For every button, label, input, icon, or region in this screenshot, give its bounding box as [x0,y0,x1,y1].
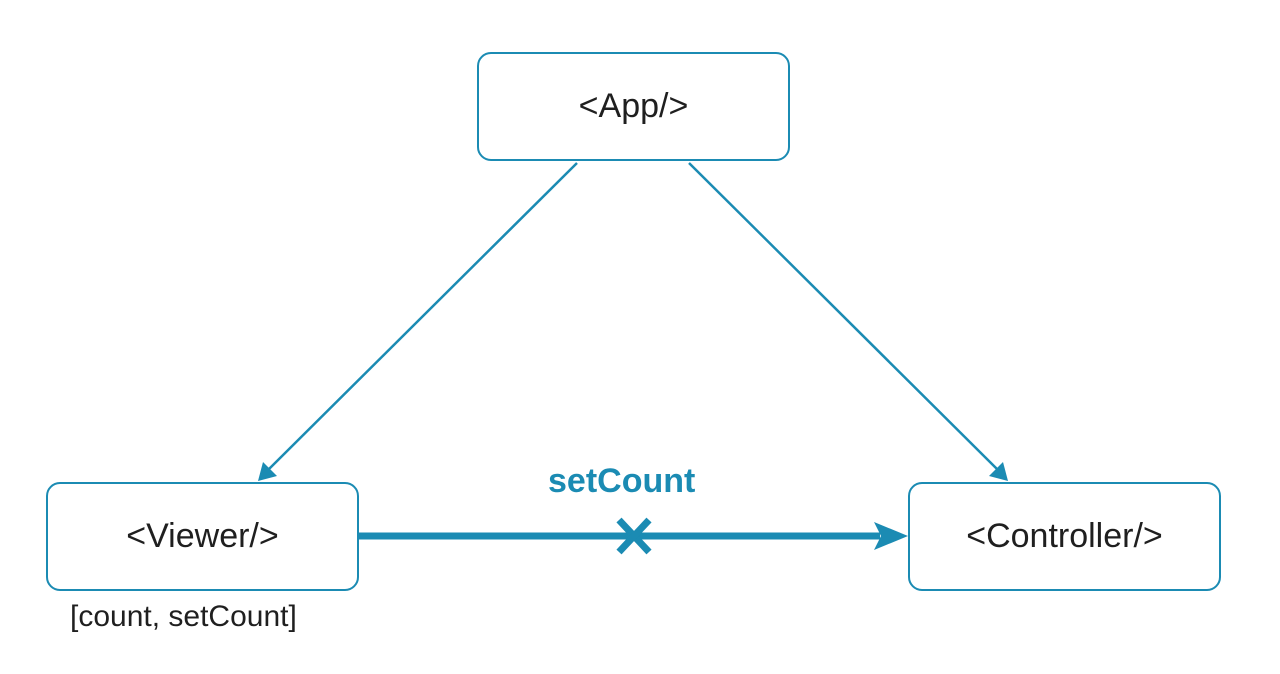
edge-label-setcount: setCount [548,462,696,500]
edge-app-to-viewer [258,162,578,481]
node-controller-label: <Controller/> [966,517,1163,555]
node-controller: <Controller/> [908,482,1221,591]
arrowhead-icon [258,462,277,481]
edge-app-to-controller [688,162,1008,481]
arrowhead-icon [874,522,908,550]
node-viewer-label: <Viewer/> [126,517,279,555]
node-app: <App/> [477,52,790,161]
edge-viewer-to-controller [359,522,908,550]
arrowhead-icon [989,462,1008,481]
viewer-state-annotation: [count, setCount] [70,600,297,633]
node-viewer: <Viewer/> [46,482,359,591]
cross-icon [616,517,652,555]
node-app-label: <App/> [578,87,689,125]
